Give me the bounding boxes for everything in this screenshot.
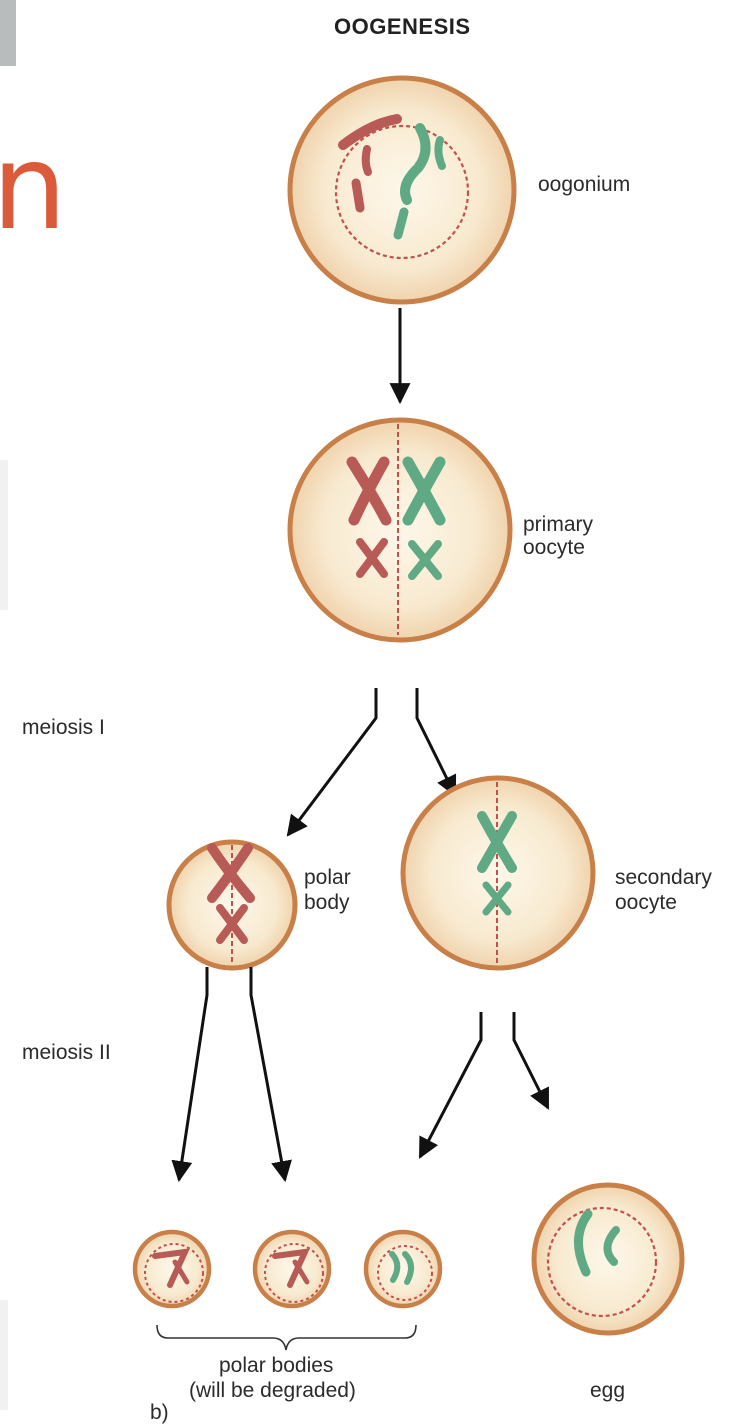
maternal-chromosome [356, 183, 360, 208]
label-secondary-line2: oocyte [615, 890, 677, 916]
progression-arrow [420, 1012, 481, 1157]
maternal-chromosome [366, 149, 368, 172]
polar-body-final [366, 1232, 440, 1306]
primary-oocyte-cell [290, 420, 510, 640]
label-oogonium: oogonium [538, 172, 630, 198]
label-polar-bodies-line2: (will be degraded) [189, 1378, 356, 1404]
progression-arrow [417, 688, 455, 795]
polar-body-final [135, 1232, 209, 1306]
panel-letter: b) [150, 1400, 169, 1426]
label-polar-bodies-line1: polar bodies [219, 1353, 333, 1379]
label-polar-body-line2: body [304, 890, 350, 916]
label-meiosis-two: meiosis II [22, 1040, 111, 1066]
egg-cell [534, 1185, 682, 1333]
progression-arrow [179, 967, 207, 1180]
paternal-chromosome [398, 212, 404, 235]
secondary-oocyte-cell [403, 778, 593, 968]
paternal-chromosome [438, 140, 442, 166]
label-polar-body-line1: polar [304, 865, 351, 891]
label-egg: egg [590, 1378, 625, 1404]
progression-arrow [251, 967, 285, 1180]
progression-arrow [514, 1012, 548, 1108]
polar-body-final [255, 1232, 329, 1306]
label-secondary-line1: secondary [615, 865, 712, 891]
oogonium-cell [290, 78, 514, 302]
diagram-title: OOGENESIS [334, 14, 471, 40]
label-primary-line2: oocyte [523, 535, 585, 561]
progression-arrow [288, 688, 376, 835]
label-meiosis-one: meiosis I [22, 715, 105, 741]
polar-body-cell [169, 842, 295, 968]
polar-bodies-brace [157, 1325, 416, 1350]
